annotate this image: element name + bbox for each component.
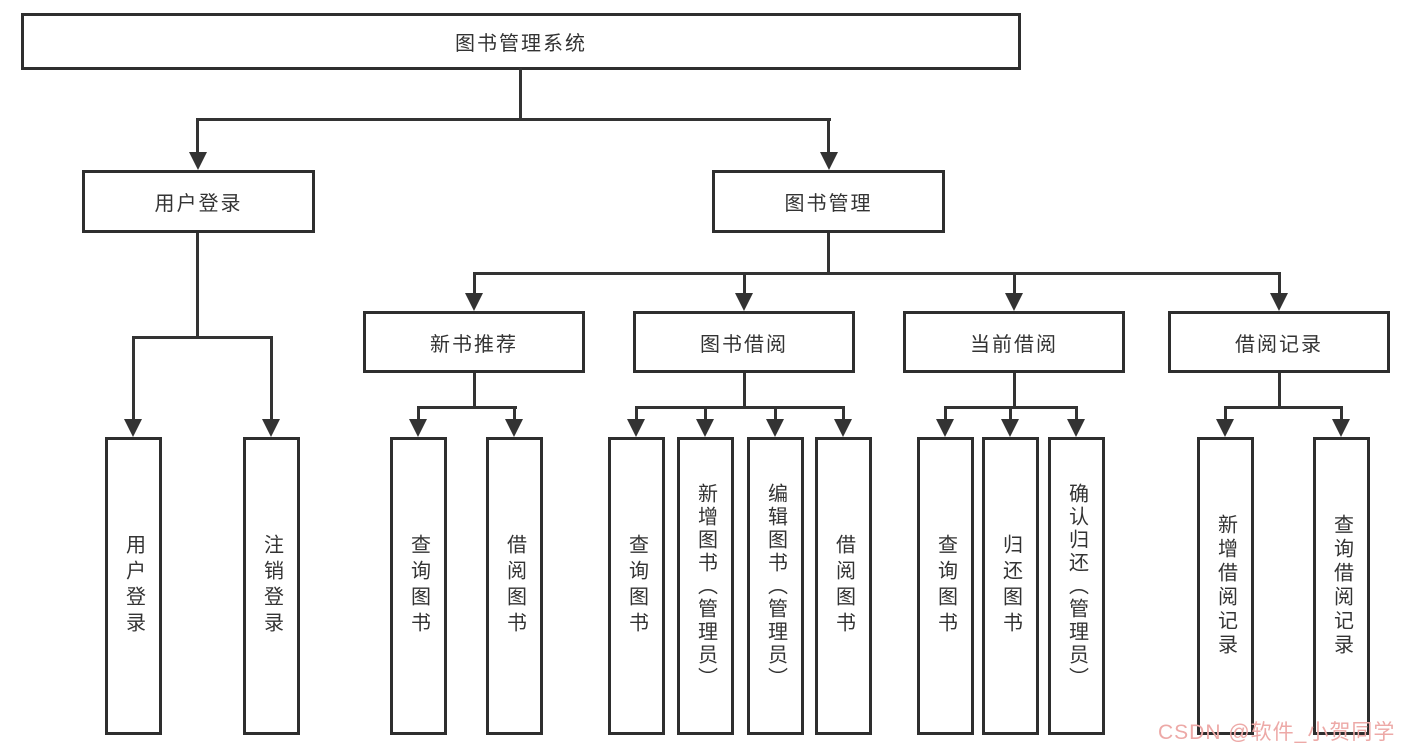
connector-newbooks-drop: [473, 373, 476, 409]
node-new-book-recommend: 新书推荐: [363, 311, 585, 373]
arrow-down-bb-query: [627, 419, 645, 437]
leaf-br-add-record: 新增借阅记录: [1197, 437, 1254, 735]
node-borrow-records: 借阅记录: [1168, 311, 1390, 373]
arrow-down-newbooks: [465, 293, 483, 311]
node-root-system: 图书管理系统: [21, 13, 1021, 70]
connector-root-to-bookmgmt: [827, 118, 830, 152]
arrow-down-userlogin: [189, 152, 207, 170]
connector-root-branch: [197, 118, 831, 121]
arrow-down-bb-borrow: [834, 419, 852, 437]
connector-root-to-userlogin: [196, 118, 199, 152]
connector-nb1: [417, 406, 420, 419]
node-book-management-branch: 图书管理: [712, 170, 945, 233]
leaf-nb-borrow-books-label: 借阅图书: [503, 534, 526, 638]
arrow-down-nb-query: [409, 419, 427, 437]
leaf-user-login: 用户登录: [105, 437, 162, 735]
connector-cb1: [944, 406, 947, 419]
arrow-down-borrowrecords: [1270, 293, 1288, 311]
arrow-down-nb-borrow: [505, 419, 523, 437]
connector-cb2: [1009, 406, 1012, 419]
leaf-bb-borrow-books-label: 借阅图书: [832, 534, 855, 638]
connector-br1: [1224, 406, 1227, 419]
connector-to-currentborrow: [1013, 272, 1016, 293]
connector-bb2: [704, 406, 707, 419]
connector-bookborrow-branch: [635, 406, 845, 409]
connector-to-borrowrecords: [1278, 272, 1281, 293]
arrow-down-bookmgmt: [820, 152, 838, 170]
leaf-logout: 注销登录: [243, 437, 300, 735]
connector-borrowrecords-branch: [1224, 406, 1343, 409]
leaf-cb-confirm-return-admin: 确认归还（管理员）: [1048, 437, 1105, 735]
node-current-borrowing-label: 当前借阅: [970, 333, 1058, 356]
connector-userlogin-branch: [132, 336, 273, 339]
connector-br2: [1340, 406, 1343, 419]
node-new-book-recommend-label: 新书推荐: [430, 333, 518, 356]
leaf-br-query-record: 查询借阅记录: [1313, 437, 1370, 735]
leaf-cb-query-books: 查询图书: [917, 437, 974, 735]
connector-bb1: [635, 406, 638, 419]
connector-currentborrow-drop: [1013, 373, 1016, 409]
connector-userlogin-leaf1: [132, 336, 135, 419]
connector-level2-branch: [473, 272, 1281, 275]
arrow-down-bb-edit: [766, 419, 784, 437]
arrow-down-logout: [262, 419, 280, 437]
connector-bb3: [774, 406, 777, 419]
leaf-logout-label: 注销登录: [260, 534, 283, 638]
leaf-bb-borrow-books: 借阅图书: [815, 437, 872, 735]
arrow-down-br-add: [1216, 419, 1234, 437]
csdn-watermark: CSDN @软件_小贺同学: [1158, 721, 1396, 744]
leaf-nb-query-books-label: 查询图书: [407, 534, 430, 638]
arrow-down-currentborrow: [1005, 293, 1023, 311]
connector-nb2: [513, 406, 516, 419]
leaf-bb-query-books: 查询图书: [608, 437, 665, 735]
node-user-login-branch: 用户登录: [82, 170, 315, 233]
connector-userlogin-drop: [196, 233, 199, 337]
connector-bookmgmt-drop: [827, 233, 830, 274]
connector-cb3: [1075, 406, 1078, 419]
arrow-down-cb-return: [1001, 419, 1019, 437]
node-book-management-label: 图书管理: [784, 193, 873, 215]
leaf-bb-query-books-label: 查询图书: [625, 534, 648, 638]
connector-bb4: [842, 406, 845, 419]
connector-userlogin-leaf2: [270, 336, 273, 419]
leaf-bb-add-books-admin-label: 新增图书（管理员）: [694, 482, 717, 690]
node-book-borrowing: 图书借阅: [633, 311, 855, 373]
connector-bookborrow-drop: [743, 373, 746, 409]
arrow-down-bookborrow: [735, 293, 753, 311]
leaf-user-login-label: 用户登录: [122, 534, 145, 638]
leaf-nb-query-books: 查询图书: [390, 437, 447, 735]
arrow-down-br-query: [1332, 419, 1350, 437]
node-current-borrowing: 当前借阅: [903, 311, 1125, 373]
leaf-br-query-record-label: 查询借阅记录: [1330, 514, 1353, 658]
node-root-label: 图书管理系统: [455, 33, 587, 55]
connector-to-newbooks: [473, 272, 476, 293]
node-borrow-records-label: 借阅记录: [1235, 333, 1323, 356]
node-user-login-label: 用户登录: [154, 193, 243, 215]
connector-to-bookborrow: [743, 272, 746, 293]
connector-newbooks-branch: [417, 406, 517, 409]
arrow-down-login: [124, 419, 142, 437]
leaf-cb-confirm-return-admin-label: 确认归还（管理员）: [1065, 482, 1088, 690]
connector-borrowrecords-drop: [1278, 373, 1281, 409]
leaf-bb-add-books-admin: 新增图书（管理员）: [677, 437, 734, 735]
leaf-nb-borrow-books: 借阅图书: [486, 437, 543, 735]
leaf-br-add-record-label: 新增借阅记录: [1214, 514, 1237, 658]
arrow-down-cb-query: [936, 419, 954, 437]
leaf-cb-return-books: 归还图书: [982, 437, 1039, 735]
node-book-borrowing-label: 图书借阅: [700, 333, 788, 356]
leaf-bb-edit-books-admin: 编辑图书（管理员）: [747, 437, 804, 735]
arrow-down-bb-add: [696, 419, 714, 437]
connector-root-drop: [519, 68, 522, 121]
leaf-cb-return-books-label: 归还图书: [999, 534, 1022, 638]
arrow-down-cb-confirm: [1067, 419, 1085, 437]
leaf-bb-edit-books-admin-label: 编辑图书（管理员）: [764, 482, 787, 690]
leaf-cb-query-books-label: 查询图书: [934, 534, 957, 638]
